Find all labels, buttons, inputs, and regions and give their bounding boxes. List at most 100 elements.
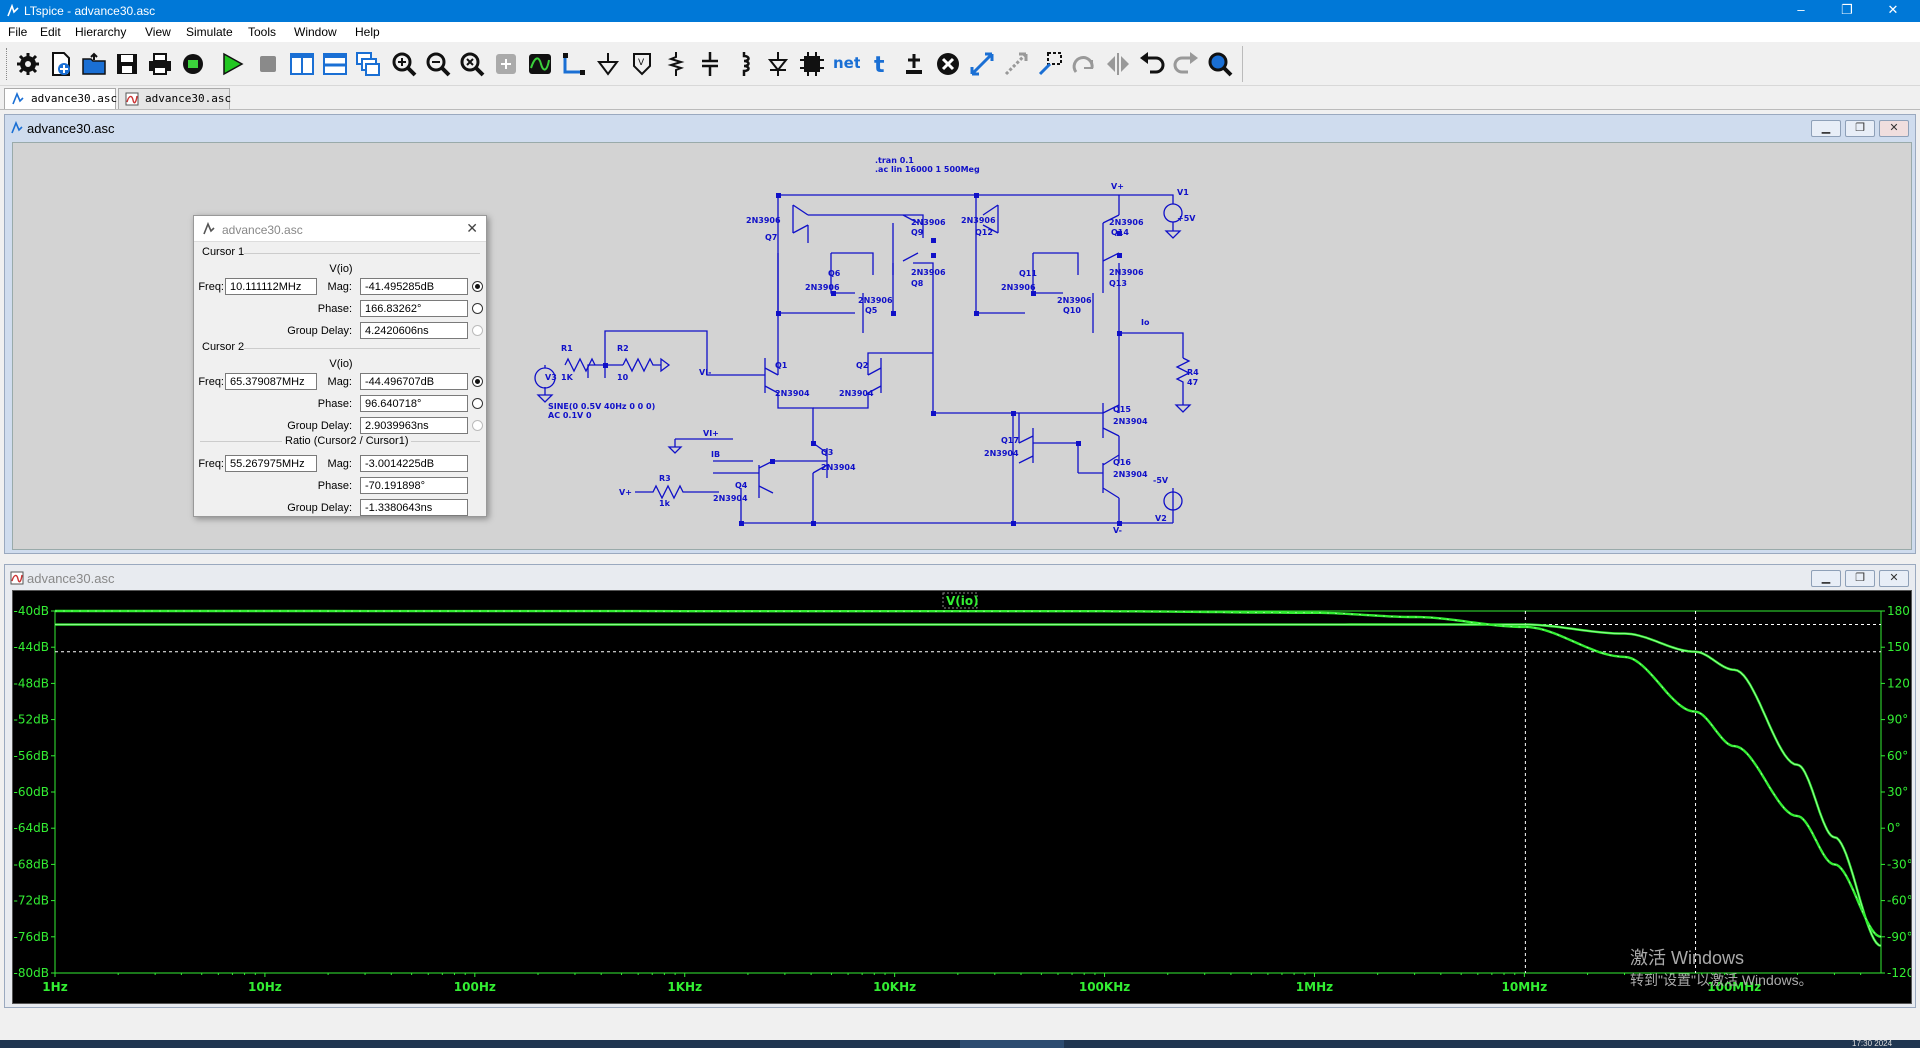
text-icon[interactable]: t [866, 50, 894, 78]
cursor2-group-delay-field[interactable]: 2.9039963ns [360, 417, 468, 434]
autorange-icon[interactable] [526, 50, 554, 78]
ground-icon[interactable] [594, 50, 622, 78]
trace-label-vio[interactable]: V(io) [946, 594, 979, 608]
label-net-icon[interactable]: V [628, 50, 656, 78]
x-tick-label: 1MHz [1296, 980, 1333, 994]
schematic-minimize-button[interactable]: ▁ [1811, 120, 1841, 137]
duplicate-icon[interactable] [1036, 50, 1064, 78]
waveform-restore-button[interactable]: ❐ [1845, 570, 1875, 587]
tab-waveform[interactable]: advance30.asc [118, 88, 231, 109]
cursor2-mag-radio[interactable] [472, 376, 483, 387]
wire-icon[interactable] [560, 50, 588, 78]
halt-icon[interactable] [254, 50, 282, 78]
v1-label: V1 [1177, 188, 1189, 197]
tab-schematic[interactable]: advance30.asc [4, 88, 117, 109]
schematic-close-button[interactable]: ✕ [1879, 120, 1909, 137]
toolbar-end [1242, 46, 1244, 82]
cursor2-mag-field[interactable]: -44.496707dB [360, 373, 468, 390]
netlist-icon[interactable]: net [832, 50, 860, 78]
menu-help[interactable]: Help [355, 25, 380, 39]
mirror-icon[interactable] [1104, 50, 1132, 78]
spice-directive-icon[interactable] [900, 50, 928, 78]
menu-window[interactable]: Window [294, 25, 337, 39]
cursor1-gd-radio[interactable] [472, 325, 483, 336]
cursor1-group-delay-field[interactable]: 4.2420606ns [360, 322, 468, 339]
save-icon[interactable] [113, 50, 141, 78]
sine-source-text: SINE(0 0.5V 40Hz 0 0 0) [548, 402, 655, 411]
cursor1-phase-radio[interactable] [472, 303, 483, 314]
y-left-tick-label: -44dB [14, 640, 49, 654]
cursor2-gd-radio[interactable] [472, 420, 483, 431]
menu-simulate[interactable]: Simulate [186, 25, 233, 39]
resistor-icon[interactable] [662, 50, 690, 78]
menu-file[interactable]: File [8, 25, 28, 39]
delete-icon[interactable] [934, 50, 962, 78]
menu-tools[interactable]: Tools [248, 25, 277, 39]
settings-icon[interactable] [14, 50, 42, 78]
menu-edit[interactable]: Edit [40, 25, 61, 39]
ratio-freq-field[interactable]: 55.267975MHz [225, 455, 317, 472]
x-tick-label: 100KHz [1079, 980, 1130, 994]
run-icon[interactable] [218, 50, 246, 78]
zoom-in-icon[interactable] [390, 50, 418, 78]
x-tick-label: 10KHz [873, 980, 916, 994]
menu-view[interactable]: View [145, 25, 171, 39]
ratio-group-delay-field[interactable]: -1.3380643ns [360, 499, 468, 516]
phase-trace[interactable] [55, 609, 1882, 938]
traces [55, 609, 1882, 948]
ac-directive: .ac lin 16000 1 500Meg [875, 165, 980, 174]
find-icon[interactable] [1206, 50, 1234, 78]
open-icon[interactable] [80, 50, 108, 78]
capacitor-icon[interactable] [696, 50, 724, 78]
close-icon[interactable]: ✕ [466, 220, 478, 236]
rotate-icon[interactable] [1070, 50, 1098, 78]
cursor2-phase-field[interactable]: 96.640718° [360, 395, 468, 412]
new-schematic-icon[interactable] [47, 50, 75, 78]
y-left-tick-label: -68dB [14, 857, 49, 871]
waveform-minimize-button[interactable]: ▁ [1811, 570, 1841, 587]
bode-plot[interactable]: -40dB-44dB-48dB-52dB-56dB-60dB-64dB-68dB… [13, 591, 1912, 1004]
control-panel-icon[interactable] [179, 50, 207, 78]
minimize-button[interactable]: – [1797, 2, 1805, 17]
cursor1-mag-field[interactable]: -41.495285dB [360, 278, 468, 295]
close-button[interactable]: ✕ [1887, 2, 1899, 17]
transistor-name: Q1 [775, 361, 788, 370]
menu-hierarchy[interactable]: Hierarchy [75, 25, 127, 39]
ratio-mag-field[interactable]: -3.0014225dB [360, 455, 468, 472]
cursor2-phase-radio[interactable] [472, 398, 483, 409]
zoom-out-icon[interactable] [424, 50, 452, 78]
phase-label: Phase: [317, 303, 352, 315]
cursor-dialog[interactable]: advance30.asc ✕ Cursor 1 V(io) Freq: 10.… [193, 215, 487, 517]
cursor1-freq-field[interactable]: 10.111112MHz [225, 278, 317, 295]
waveform-close-button[interactable]: ✕ [1879, 570, 1909, 587]
tile-vertical-icon[interactable] [288, 50, 316, 78]
component-icon[interactable] [798, 50, 826, 78]
tile-horizontal-icon[interactable] [321, 50, 349, 78]
zoom-fit-icon[interactable] [458, 50, 486, 78]
inductor-icon[interactable] [730, 50, 758, 78]
cursor1-phase-field[interactable]: 166.83262° [360, 300, 468, 317]
transistor-model: 2N3904 [1113, 417, 1148, 426]
trace-label-box[interactable] [942, 592, 978, 609]
waveform-plot[interactable]: -40dB-44dB-48dB-52dB-56dB-60dB-64dB-68dB… [12, 590, 1912, 1004]
drag-icon[interactable] [1002, 50, 1030, 78]
text-tool-glyph: t [874, 53, 885, 78]
x-tick-label: 10MHz [1502, 980, 1548, 994]
undo-icon[interactable] [1138, 50, 1166, 78]
cursor1-mag-radio[interactable] [472, 281, 483, 292]
taskbar-active-app[interactable] [960, 1040, 1064, 1048]
cursor-dialog-titlebar[interactable]: advance30.asc ✕ [194, 216, 486, 242]
toolbar-grip[interactable] [6, 48, 9, 80]
redo-icon[interactable] [1172, 50, 1200, 78]
maximize-button[interactable]: ❐ [1841, 2, 1853, 17]
y-right-tick-label: -120° [1887, 966, 1912, 980]
zoom-back-icon[interactable] [492, 50, 520, 78]
cascade-icon[interactable] [354, 50, 382, 78]
print-icon[interactable] [146, 50, 174, 78]
schematic-restore-button[interactable]: ❐ [1845, 120, 1875, 137]
transistor-model: 2N3906 [805, 283, 840, 292]
move-icon[interactable] [968, 50, 996, 78]
ratio-phase-field[interactable]: -70.191898° [360, 477, 468, 494]
diode-icon[interactable] [764, 50, 792, 78]
cursor2-freq-field[interactable]: 65.379087MHz [225, 373, 317, 390]
